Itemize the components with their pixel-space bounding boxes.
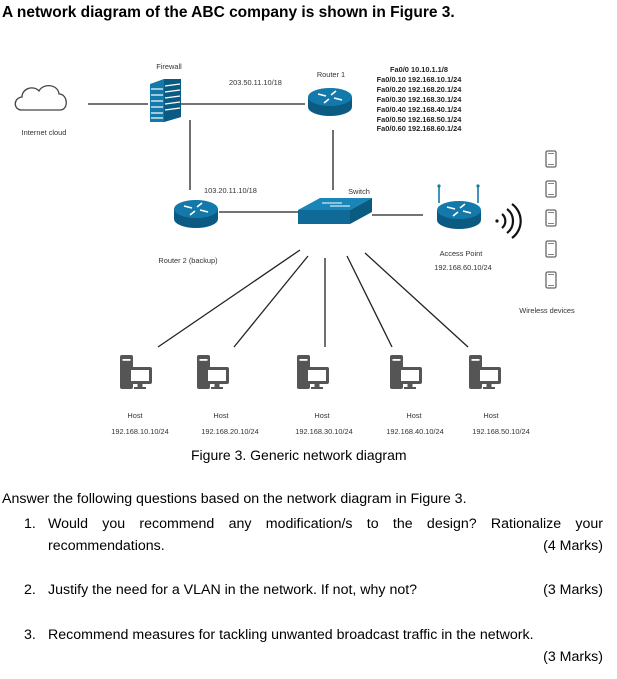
page-heading: A network diagram of the ABC company is … [2,4,455,21]
question-number: 3. [24,627,36,643]
network-diagram: Internet cloud Firewall 203.50.11.10/18 … [14,62,575,435]
router1-interface: Fa0/0.60 192.168.60.1/24 [377,124,463,133]
host-computer-icon [469,355,501,389]
router1-interface: Fa0/0.10 192.168.10.1/24 [377,75,463,84]
question-marks: (3 Marks) [543,649,603,665]
phone-icon [545,240,557,258]
host-ip: 192.168.50.10/24 [472,427,530,435]
link-switch-host1 [157,249,301,348]
router1-interfaces: Fa0/0 10.10.1.1/8 Fa0/0.10 192.168.10.1/… [377,65,463,133]
figure-caption: Figure 3. Generic network diagram [191,447,407,463]
host-computer-icon [197,355,229,389]
host-ip: 192.168.40.10/24 [386,427,444,435]
firewall-router2-ip: 103.20.11.10/18 [204,186,257,195]
wireless-devices-label: Wireless devices [519,306,575,315]
question-text: Justify the need for a VLAN in the netwo… [48,582,418,598]
host-ip: 192.168.30.10/24 [295,427,353,435]
host: Host 192.168.30.10/24 [295,355,353,435]
router1-label: Router 1 [317,70,345,79]
host-computer-icon [390,355,422,389]
host-label: Host [483,411,498,420]
phone-icon [545,271,557,289]
host-label: Host [213,411,228,420]
question-number: 1. [24,516,36,532]
question-item: 2. Justify the need for a VLAN in the ne… [0,582,617,604]
host-label: Host [127,411,142,420]
firewall-icon [150,79,181,122]
access-point-icon [436,184,482,230]
host: Host 192.168.20.10/24 [197,355,259,435]
link-switch-host2 [233,255,309,348]
host: Host 192.168.50.10/24 [469,355,530,435]
router1-interface: Fa0/0.30 192.168.30.1/24 [377,95,463,104]
router1-interface: Fa0/0.50 192.168.50.1/24 [377,115,463,124]
questions-intro: Answer the following questions based on … [2,491,467,507]
connection-lines [88,103,469,348]
host: Host 192.168.40.10/24 [386,355,444,435]
internet-cloud-icon [14,85,67,111]
switch-label: Switch [348,187,370,196]
host-ip: 192.168.20.10/24 [201,427,259,435]
router1-interface: Fa0/0 10.10.1.1/8 [390,65,448,74]
router2-label: Router 2 (backup) [158,256,217,265]
link-switch-host4 [346,255,393,348]
host-ip: 192.168.10.10/24 [111,427,169,435]
router2-icon [173,199,219,229]
question-number: 2. [24,582,36,598]
internet-cloud-label: Internet cloud [22,128,67,137]
host-computer-icon [297,355,329,389]
question-marks: (3 Marks) [543,582,603,598]
host-label: Host [314,411,329,420]
question-marks: (4 Marks) [543,538,603,554]
phone-icon [545,180,557,198]
question-text-continued: recommendations. [48,538,165,554]
access-point-label: Access Point [440,249,483,258]
router1-icon [307,87,353,117]
switch-icon [298,198,372,224]
router1-interface: Fa0/0.20 192.168.20.1/24 [377,85,463,94]
question-item: 3. Recommend measures for tackling unwan… [0,627,617,672]
host-computer-icon [120,355,152,389]
link-switch-host5 [364,252,469,348]
access-point-ip: 192.168.60.10/24 [434,263,492,272]
question-text: Recommend measures for tackling unwanted… [48,627,534,643]
firewall-router1-ip: 203.50.11.10/18 [229,78,282,87]
host-label: Host [406,411,421,420]
question-text: Would you recommend any modification/s t… [48,516,603,532]
router1-interface: Fa0/0.40 192.168.40.1/24 [377,105,463,114]
host: Host 192.168.10.10/24 [111,355,169,435]
phone-icon [545,209,557,227]
phone-icon [545,150,557,168]
wireless-signal-icon [495,203,522,239]
question-item: 1. Would you recommend any modification/… [0,516,617,561]
wireless-devices [545,150,557,289]
firewall-label: Firewall [156,62,182,71]
